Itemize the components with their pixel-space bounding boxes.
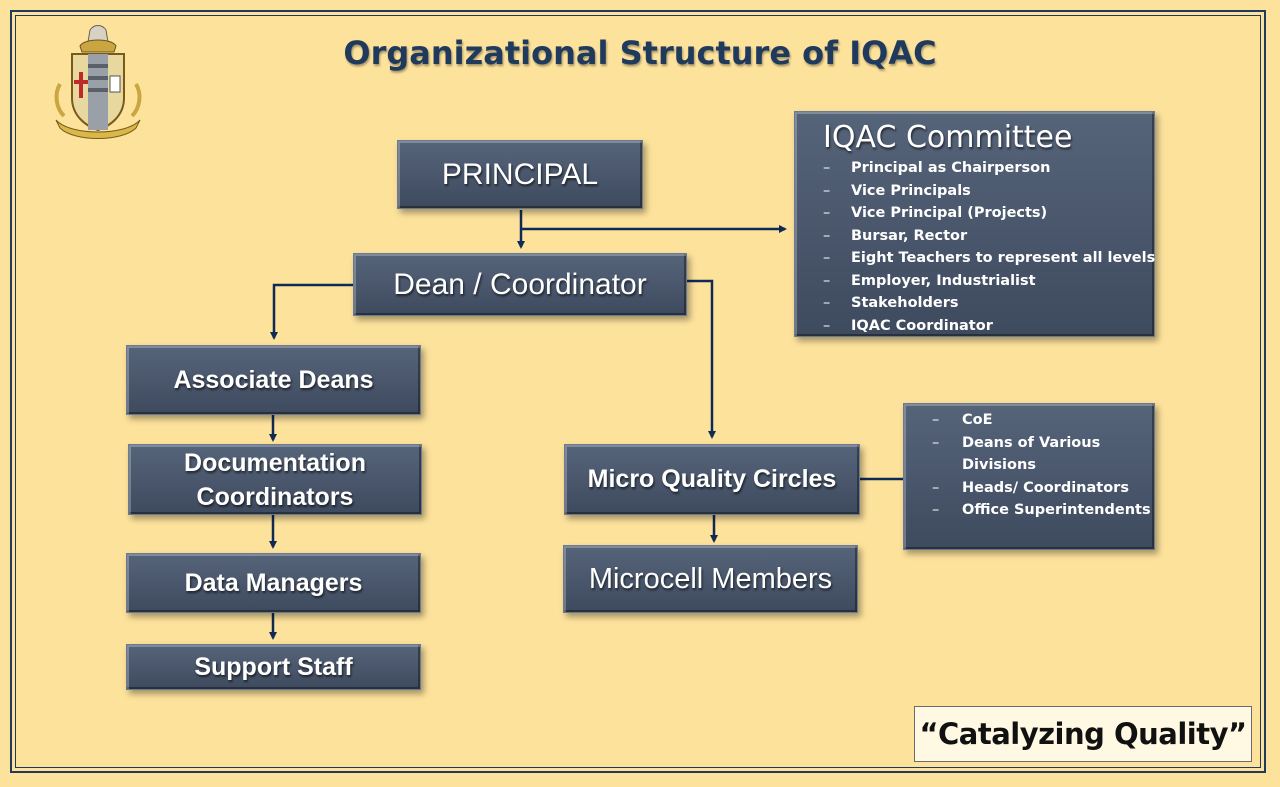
bullet-dash: – — [823, 250, 831, 266]
principal-node: PRINCIPAL — [397, 140, 643, 209]
list-item: – Eight Teachers to represent all levels — [795, 247, 1156, 270]
list-item-text: Divisions — [962, 457, 1036, 473]
inner-frame — [15, 15, 1261, 768]
micro-quality-circles-node: Micro Quality Circles — [564, 444, 860, 515]
microcell-members-node: Microcell Members — [563, 545, 858, 613]
data-managers-node: Data Managers — [126, 553, 421, 613]
list-item: – Vice Principals — [795, 180, 1154, 203]
list-item: – Deans of Various — [904, 432, 1154, 455]
micro-quality-circles-label: Micro Quality Circles — [587, 465, 837, 493]
dean-to-associate-deans-connector — [270, 283, 353, 340]
dean-to-mqc-connector — [687, 279, 716, 439]
list-item-text: Principal as Chairperson — [851, 160, 1051, 176]
bullet-dash: – — [823, 227, 831, 244]
list-item: – Stakeholders — [795, 292, 1154, 315]
list-item: – Heads/ Coordinators — [904, 477, 1154, 500]
tagline-box: “Catalyzing Quality” — [914, 706, 1252, 762]
list-item-text: Office Superintendents — [962, 502, 1151, 518]
list-item: – Principal as Chairperson — [795, 157, 1154, 180]
list-item-text: Vice Principals — [851, 182, 971, 199]
support-staff-label: Support Staff — [194, 652, 353, 681]
list-item-text: Heads/ Coordinators — [962, 479, 1129, 496]
dean-coordinator-label: Dean / Coordinator — [393, 267, 647, 301]
list-item-text: Bursar, Rector — [851, 227, 968, 244]
outer-frame — [10, 10, 1266, 773]
documentation-coordinators-node: Documentation Coordinators — [128, 444, 422, 515]
list-item: – Vice Principal (Projects) — [795, 202, 1154, 225]
documentation-label-line-1: Documentation — [184, 448, 366, 477]
principal-label: PRINCIPAL — [441, 157, 599, 191]
mqc-members-panel: – CoE – Deans of Various Divisions – Heads/… — [903, 403, 1155, 550]
mqc-members-list: – CoE – Deans of Various Divisions – Heads/… — [904, 409, 1154, 522]
list-item: – IQAC Coordinator — [795, 315, 1154, 338]
bullet-dash: – — [823, 295, 831, 311]
list-item: – Bursar, Rector — [795, 225, 1154, 248]
bullet-dash: – — [932, 502, 940, 518]
associate-deans-label: Associate Deans — [173, 365, 374, 394]
list-item-text: CoE — [962, 412, 993, 428]
bullet-dash: – — [932, 434, 940, 451]
list-item-text: Stakeholders — [851, 295, 959, 311]
list-item: – CoE — [904, 409, 1154, 432]
bullet-dash: – — [932, 412, 940, 428]
bullet-dash: – — [823, 317, 831, 334]
list-item-text: IQAC Coordinator — [851, 317, 993, 334]
associate-deans-node: Associate Deans — [126, 345, 421, 415]
page-title: Organizational Structure of IQAC — [343, 34, 937, 72]
iqac-committee-title: IQAC Committee — [823, 120, 1073, 155]
microcell-members-label: Microcell Members — [588, 562, 833, 595]
iqac-committee-list: – Principal as Chairperson – Vice Principa… — [795, 157, 1156, 338]
list-item: – Office Superintendents — [904, 499, 1154, 522]
bullet-dash: – — [823, 160, 831, 176]
crest-logo-icon — [54, 25, 142, 139]
data-managers-label: Data Managers — [184, 568, 363, 597]
list-item-text: Deans of Various — [962, 434, 1101, 451]
bullet-dash: – — [823, 182, 831, 199]
list-item-text: Eight Teachers to represent all levels — [851, 250, 1156, 266]
dean-coordinator-node: Dean / Coordinator — [353, 253, 687, 316]
iqac-committee-panel: IQAC Committee – Principal as Chairperson… — [794, 111, 1155, 337]
bullet-dash: – — [932, 479, 940, 496]
tagline-text: “Catalyzing Quality” — [919, 717, 1247, 751]
bullet-dash: – — [823, 205, 831, 221]
list-item-text: Employer, Industrialist — [851, 272, 1036, 289]
list-item-text: Vice Principal (Projects) — [851, 205, 1048, 221]
support-staff-node: Support Staff — [126, 644, 421, 690]
list-item: Divisions — [904, 454, 1154, 477]
bullet-dash: – — [823, 272, 831, 289]
documentation-label-line-2: Coordinators — [196, 482, 354, 511]
list-item: – Employer, Industrialist — [795, 270, 1154, 293]
